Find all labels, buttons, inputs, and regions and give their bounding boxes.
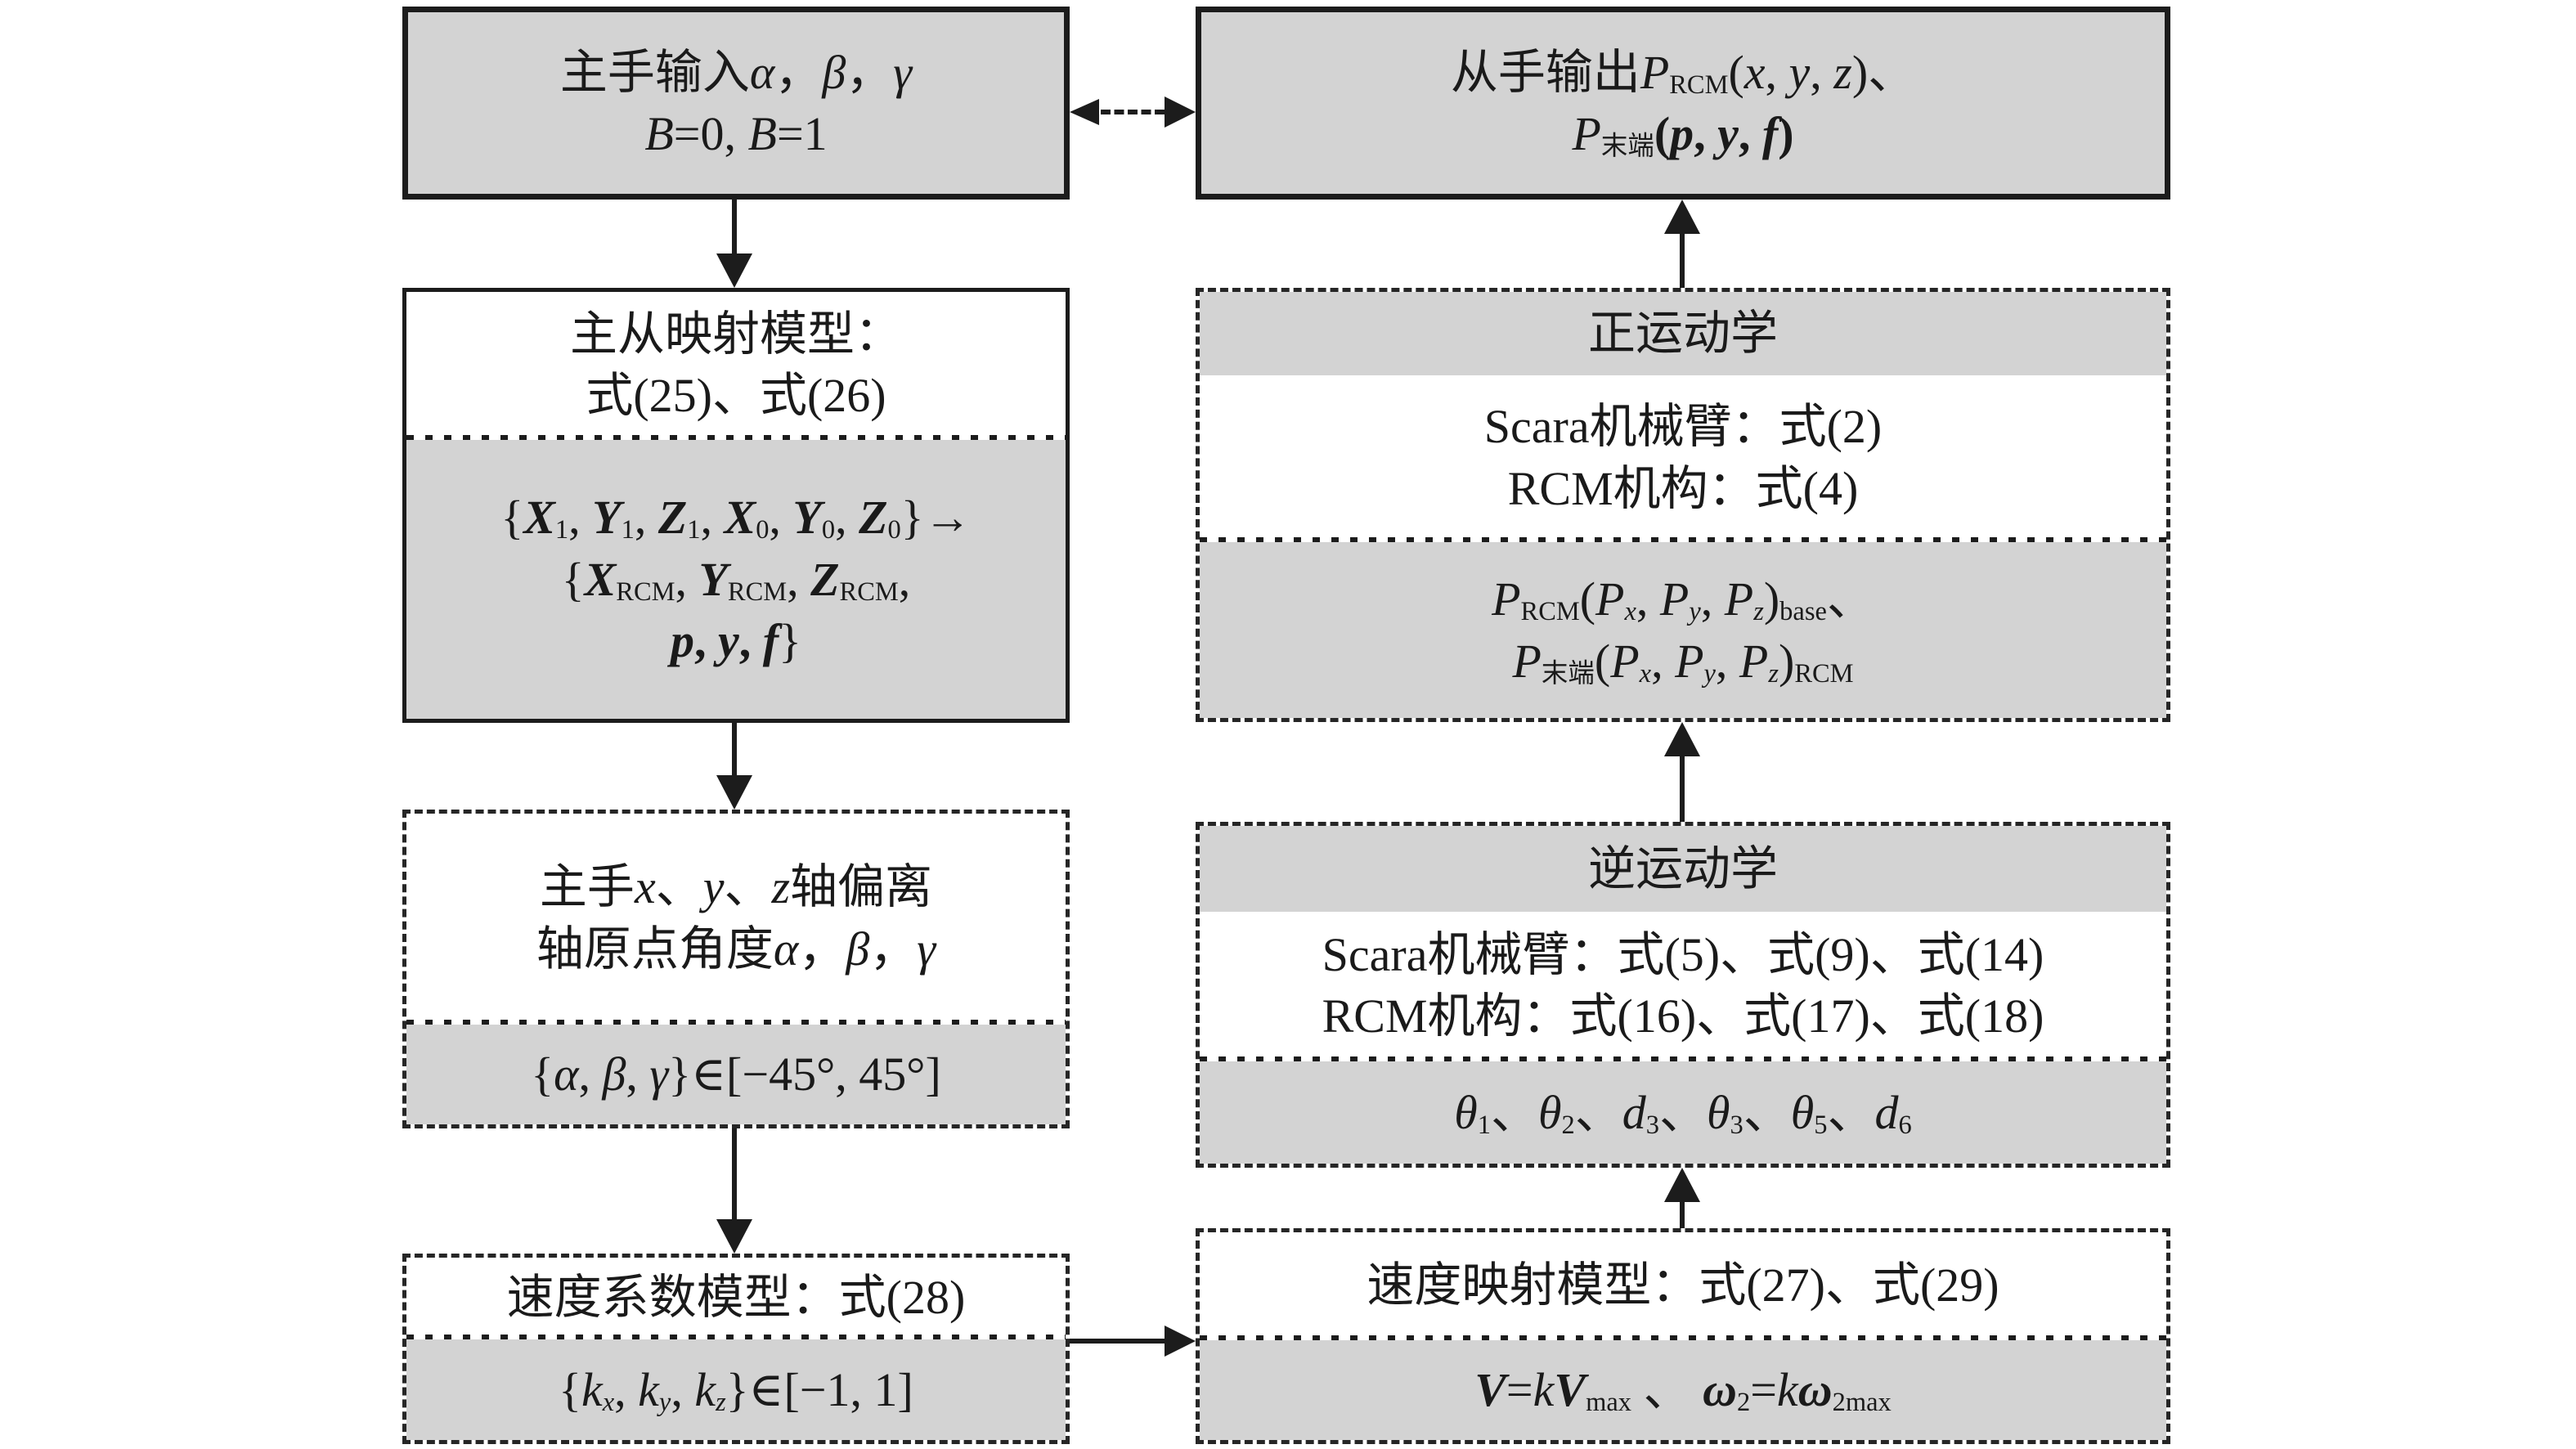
arrow-head-down bbox=[716, 775, 752, 810]
text-line: θ1、θ2、d3、θ3、θ5、d6 bbox=[1454, 1085, 1912, 1140]
master-input-content: 主手输入α，β，γ B=0, B=1 bbox=[408, 12, 1064, 194]
section-title: 逆运动学 bbox=[1587, 841, 1778, 895]
arrow-head-left bbox=[1070, 99, 1099, 125]
inverse-kinematics-white-section: Scara机械臂：式(5)、式(9)、式(14) RCM机构：式(16)、式(1… bbox=[1200, 912, 2166, 1059]
inverse-kinematics-gray-section: θ1、θ2、d3、θ3、θ5、d6 bbox=[1200, 1061, 2166, 1164]
text-line: RCM机构：式(16)、式(17)、式(18) bbox=[1322, 989, 2044, 1043]
forward-kinematics-gray-section: PRCM(Px, Py, Pz)base、 P末端(Px, Py, Pz)RCM bbox=[1200, 542, 2166, 718]
dotted-divider bbox=[406, 1335, 1066, 1339]
arrow-line bbox=[732, 200, 737, 257]
text-line: PRCM(Px, Py, Pz)base、 bbox=[1492, 572, 1874, 626]
velocity-mapping-gray-section: V=kVmax 、 ω2=kω2max bbox=[1200, 1340, 2166, 1440]
text-line: {kx, ky, kz}∈[−1, 1] bbox=[559, 1362, 913, 1417]
text-line: Scara机械臂：式(5)、式(9)、式(14) bbox=[1322, 927, 2044, 981]
slave-output-box: 从手输出PRCM(x, y, z)、 P末端(p, y, f) bbox=[1196, 7, 2170, 200]
text-line: 主手x、y、z轴偏离 bbox=[539, 860, 933, 914]
arrow-line bbox=[1680, 231, 1685, 288]
axis-deviation-gray-section: {α, β, γ}∈[−45°, 45°] bbox=[406, 1025, 1066, 1124]
arrow-head-right bbox=[1165, 1326, 1196, 1357]
text-line: Scara机械臂：式(2) bbox=[1483, 400, 1883, 454]
text-line: 轴原点角度α，β，γ bbox=[536, 922, 936, 976]
dotted-divider bbox=[406, 435, 1066, 440]
text-line: {XRCM, YRCM, ZRCM, bbox=[561, 552, 911, 607]
arrow-head-down bbox=[716, 1219, 752, 1254]
arrow-head-up bbox=[1664, 200, 1700, 234]
section-title: 正运动学 bbox=[1587, 307, 1778, 361]
text-line: {α, β, γ}∈[−45°, 45°] bbox=[531, 1047, 941, 1101]
dotted-divider bbox=[1200, 1335, 2166, 1340]
text-line: 式(25)、式(26) bbox=[586, 369, 886, 422]
arrow-dashed-line bbox=[1101, 110, 1165, 114]
text-line: V=kVmax 、 ω2=kω2max bbox=[1474, 1363, 1892, 1418]
arrow-head-down bbox=[716, 253, 752, 288]
text-line: 主从映射模型： bbox=[569, 307, 902, 361]
text-line: B=0, B=1 bbox=[644, 107, 828, 160]
text-line: 从手输出PRCM(x, y, z)、 bbox=[1450, 45, 1916, 100]
inverse-kinematics-header: 逆运动学 bbox=[1200, 826, 2166, 912]
text-line: 主手输入α，β，γ bbox=[559, 45, 913, 99]
arrow-line bbox=[1680, 1199, 1685, 1228]
text-line: P末端(Px, Py, Pz)RCM bbox=[1512, 634, 1854, 689]
arrow-line bbox=[732, 723, 737, 778]
text-line: {X1, Y1, Z1, X0, Y0, Z0}→ bbox=[500, 491, 972, 545]
forward-kinematics-white-section: Scara机械臂：式(2) RCM机构：式(4) bbox=[1200, 375, 2166, 540]
forward-kinematics-box: 正运动学 Scara机械臂：式(2) RCM机构：式(4) PRCM(Px, P… bbox=[1196, 288, 2170, 722]
arrow-head-up bbox=[1664, 1168, 1700, 1202]
axis-deviation-white-section: 主手x、y、z轴偏离 轴原点角度α，β，γ bbox=[406, 814, 1066, 1022]
master-input-box: 主手输入α，β，γ B=0, B=1 bbox=[402, 7, 1070, 200]
master-slave-mapping-box: 主从映射模型： 式(25)、式(26) {X1, Y1, Z1, X0, Y0,… bbox=[402, 288, 1070, 723]
dotted-divider bbox=[1200, 537, 2166, 542]
arrow-line bbox=[1070, 1339, 1169, 1344]
velocity-mapping-white-section: 速度映射模型：式(27)、式(29) bbox=[1200, 1232, 2166, 1338]
arrow-head-up bbox=[1664, 722, 1700, 756]
arrow-line bbox=[1680, 753, 1685, 822]
text-line: p, y, f} bbox=[671, 614, 801, 668]
velocity-mapping-box: 速度映射模型：式(27)、式(29) V=kVmax 、 ω2=kω2max bbox=[1196, 1228, 2170, 1444]
slave-output-content: 从手输出PRCM(x, y, z)、 P末端(p, y, f) bbox=[1201, 12, 2165, 194]
text-line: RCM机构：式(4) bbox=[1507, 461, 1859, 515]
text-line: P末端(p, y, f) bbox=[1572, 107, 1794, 161]
arrow-head-right bbox=[1165, 96, 1196, 128]
forward-kinematics-header: 正运动学 bbox=[1200, 292, 2166, 375]
arrow-line bbox=[732, 1128, 737, 1221]
mapping-model-gray-section: {X1, Y1, Z1, X0, Y0, Z0}→ {XRCM, YRCM, Z… bbox=[406, 440, 1066, 719]
velocity-coefficient-gray-section: {kx, ky, kz}∈[−1, 1] bbox=[406, 1339, 1066, 1440]
text-line: 速度映射模型：式(27)、式(29) bbox=[1367, 1258, 1999, 1312]
axis-deviation-box: 主手x、y、z轴偏离 轴原点角度α，β，γ {α, β, γ}∈[−45°, 4… bbox=[402, 810, 1070, 1128]
mapping-model-white-section: 主从映射模型： 式(25)、式(26) bbox=[406, 292, 1066, 437]
text-line: 速度系数模型：式(28) bbox=[506, 1270, 966, 1324]
velocity-coefficient-box: 速度系数模型：式(28) {kx, ky, kz}∈[−1, 1] bbox=[402, 1254, 1070, 1444]
inverse-kinematics-box: 逆运动学 Scara机械臂：式(5)、式(9)、式(14) RCM机构：式(16… bbox=[1196, 822, 2170, 1168]
velocity-coefficient-white-section: 速度系数模型：式(28) bbox=[406, 1258, 1066, 1337]
dotted-divider bbox=[406, 1020, 1066, 1025]
dotted-divider bbox=[1200, 1056, 2166, 1061]
